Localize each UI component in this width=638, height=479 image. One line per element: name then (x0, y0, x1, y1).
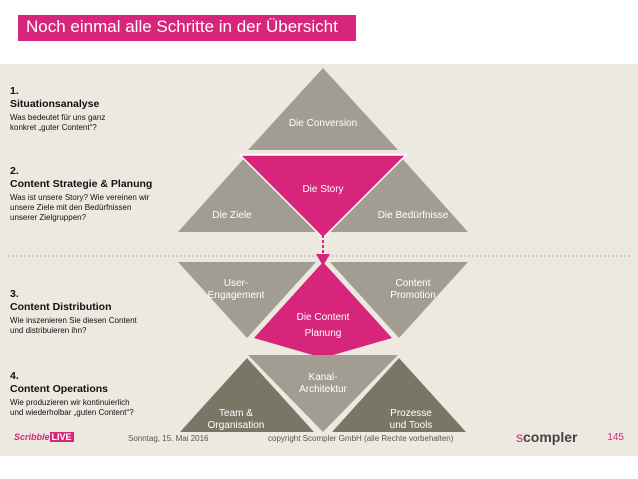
step-4-number: 4. (10, 370, 19, 382)
scompler-logo: scompler (516, 429, 577, 445)
step-4-heading: Content Operations (10, 383, 109, 395)
scompler-logo-s: s (516, 429, 523, 445)
step-2-desc-line-1: Was ist unsere Story? Wie vereinen wir (10, 193, 150, 202)
content-promotion-label-1: Content (395, 278, 430, 289)
step-1-heading: Situationsanalyse (10, 98, 100, 110)
step-2-desc-line-2: unsere Ziele mit den Bedürfnissen (10, 203, 132, 212)
beduerfnisse-shape (330, 155, 468, 232)
team-organisation-shape (180, 358, 314, 432)
conversion-label: Die Conversion (289, 118, 357, 129)
step-1-desc-line-1: Was bedeutet für uns ganz (10, 113, 106, 122)
title-bar (18, 15, 356, 41)
user-engagement-label-1: User- (224, 278, 248, 289)
step-2-description: Was ist unsere Story? Wie vereinen wir u… (10, 193, 152, 223)
content-planung-label-1: Die Content (297, 312, 350, 323)
step-3-description: Wie inszenieren Sie diesen Content und d… (10, 316, 137, 336)
content-planung-shape (254, 262, 392, 358)
team-organisation-label-1: Team & (219, 408, 253, 419)
step-1: 1. Situationsanalyse Was bedeutet für un… (10, 85, 105, 133)
footer-date: Sonntag, 15. Mai 2016 (128, 434, 209, 443)
step-1-description: Was bedeutet für uns ganz konkret „guter… (10, 113, 105, 133)
ziele-shape (178, 155, 316, 232)
step-4-desc-line-2: und wiederholbar „guten Content“? (10, 408, 134, 417)
step-3-desc-line-2: und distribuieren ihn? (10, 326, 87, 335)
step-3-number: 3. (10, 288, 19, 300)
step-3-heading: Content Distribution (10, 301, 112, 313)
step-4: 4. Content Operations Wie produzieren wi… (10, 370, 134, 418)
flow-arrow-head (316, 254, 330, 266)
scompler-logo-text: compler (523, 429, 578, 445)
step-4-description: Wie produzieren wir kontinuierlich und w… (10, 398, 134, 418)
slide-title: Noch einmal alle Schritte in der Übersic… (26, 17, 338, 36)
content-planung-label-2: Planung (305, 328, 342, 339)
kanal-architektur-label-2: Architektur (299, 384, 347, 395)
story-label: Die Story (302, 184, 343, 195)
step-2-number: 2. (10, 165, 19, 177)
kanal-architektur-label-1: Kanal- (309, 372, 338, 383)
prozesse-tools-label-1: Prozesse (390, 408, 432, 419)
user-engagement-shape (178, 262, 316, 338)
step-2-desc-line-3: unserer Zielgruppen? (10, 213, 87, 222)
step-3: 3. Content Distribution Wie inszenieren … (10, 288, 137, 336)
content-promotion-label-2: Promotion (390, 290, 436, 301)
prozesse-tools-label-2: und Tools (390, 420, 433, 431)
content-promotion-shape (330, 262, 468, 338)
user-engagement-label-2: Engagement (208, 290, 265, 301)
step-4-desc-line-1: Wie produzieren wir kontinuierlich (10, 398, 130, 407)
step-1-desc-line-2: konkret „guter Content“? (10, 123, 97, 132)
team-organisation-label-2: Organisation (208, 420, 265, 431)
footer-copyright: copyright Scompler GmbH (alle Rechte vor… (268, 434, 454, 443)
scribblelive-logo-box: LIVE (49, 432, 74, 442)
prozesse-tools-shape (332, 358, 466, 432)
step-3-desc-line-1: Wie inszenieren Sie diesen Content (10, 316, 137, 325)
step-1-number: 1. (10, 85, 19, 97)
scribblelive-logo-text: Scribble (14, 432, 50, 442)
kanal-architektur-shape (248, 355, 398, 432)
beduerfnisse-label: Die Bedürfnisse (378, 210, 449, 221)
page-number: 145 (607, 432, 624, 443)
conversion-shape (248, 68, 398, 150)
step-2: 2. Content Strategie & Planung Was ist u… (10, 165, 152, 223)
ziele-label: Die Ziele (212, 210, 252, 221)
step-2-heading: Content Strategie & Planung (10, 178, 153, 190)
